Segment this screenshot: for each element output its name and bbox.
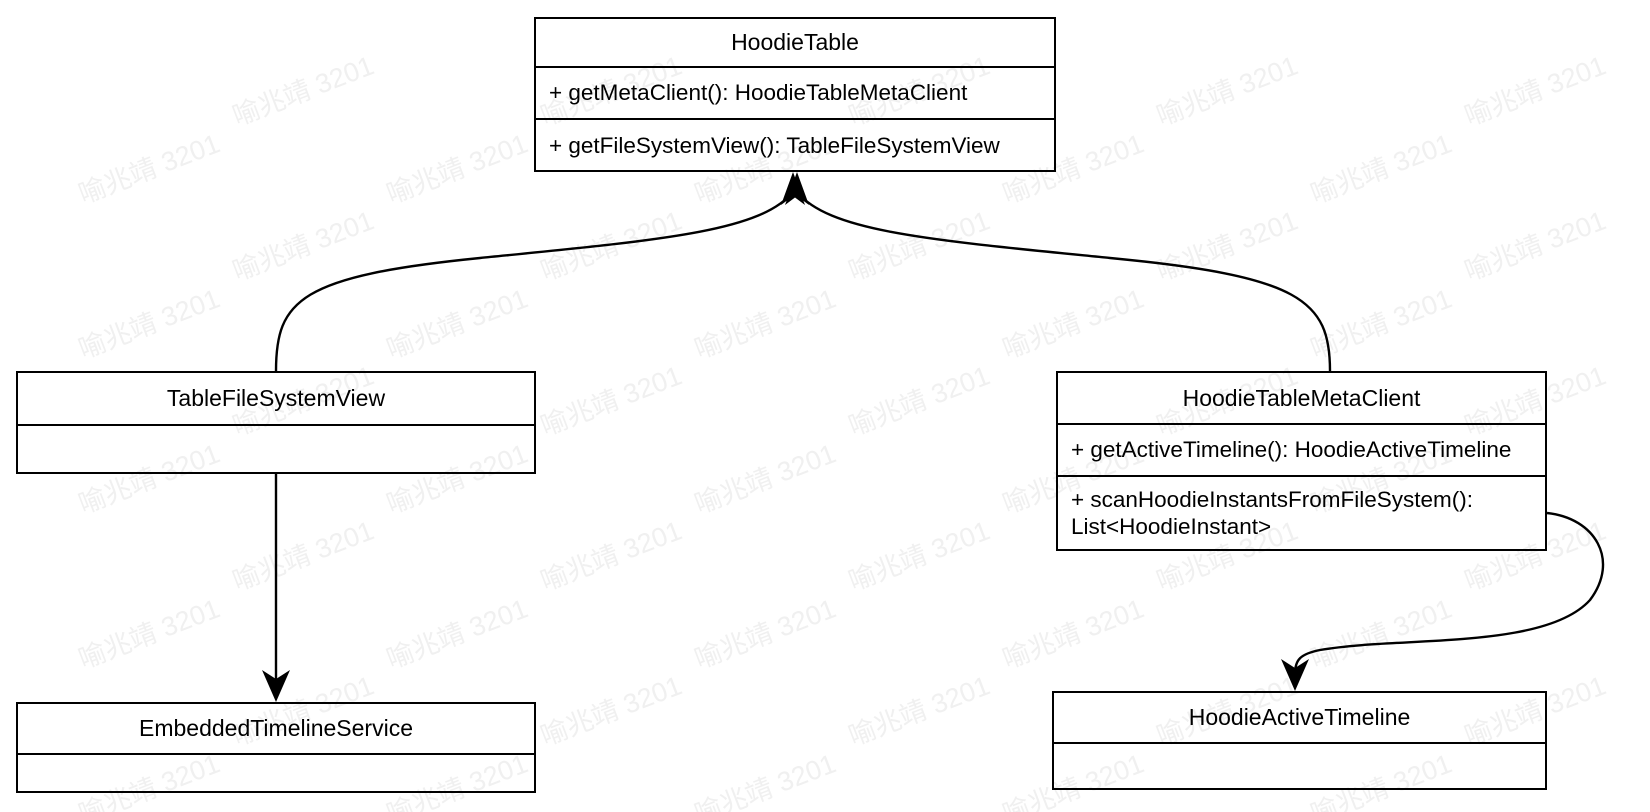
uml-class-name-embedded-timeline-service: EmbeddedTimelineService [18,704,534,755]
uml-class-hoodie-table-meta-client[interactable]: HoodieTableMetaClient + getActiveTimeline… [1056,371,1547,551]
uml-member: + getActiveTimeline(): HoodieActiveTimel… [1071,436,1512,462]
uml-member: + scanHoodieInstantsFromFileSystem(): Li… [1071,487,1474,539]
watermark-text: 喻兆靖 3201 [844,515,994,597]
watermark-text: 喻兆靖 3201 [690,748,840,812]
watermark-text: 喻兆靖 3201 [844,360,994,442]
watermark-text: 喻兆靖 3201 [228,50,378,132]
uml-class-hoodie-table[interactable]: HoodieTable + getMetaClient(): HoodieTabl… [534,17,1056,172]
watermark-text: 喻兆靖 3201 [536,515,686,597]
uml-class-table-file-system-view[interactable]: TableFileSystemView [16,371,536,474]
watermark-text: 喻兆靖 3201 [1152,50,1302,132]
watermark-text: 喻兆靖 3201 [536,205,686,287]
watermark-text: 喻兆靖 3201 [1460,205,1610,287]
uml-class-name-hoodie-table: HoodieTable [536,19,1054,68]
watermark-text: 喻兆靖 3201 [1306,593,1456,675]
uml-section-hoodie-table-0: + getMetaClient(): HoodieTableMetaClient [536,68,1054,120]
watermark-text: 喻兆靖 3201 [1460,50,1610,132]
arrowhead-tablefilesystemview-to-hoodietable [781,172,805,205]
watermark-text: 喻兆靖 3201 [382,593,532,675]
connector-tablefilesystemview-to-hoodietable [274,191,794,372]
watermark-text: 喻兆靖 3201 [382,283,532,365]
uml-class-embedded-timeline-service[interactable]: EmbeddedTimelineService [16,702,536,793]
uml-section-embedded-timeline-service-0 [18,755,534,793]
uml-section-table-file-system-view-0 [18,426,534,474]
watermark-text: 喻兆靖 3201 [228,205,378,287]
uml-member: + getFileSystemView(): TableFileSystemVi… [549,132,1000,158]
watermark-text: 喻兆靖 3201 [382,128,532,210]
watermark-text: 喻兆靖 3201 [1306,128,1456,210]
uml-section-hoodie-table-meta-client-1: + scanHoodieInstantsFromFileSystem(): Li… [1058,477,1545,551]
watermark-text: 喻兆靖 3201 [844,205,994,287]
watermark-text: 喻兆靖 3201 [998,593,1148,675]
watermark-text: 喻兆靖 3201 [690,283,840,365]
watermark-text: 喻兆靖 3201 [228,515,378,597]
watermark-text: 喻兆靖 3201 [74,128,224,210]
uml-section-hoodie-table-1: + getFileSystemView(): TableFileSystemVi… [536,120,1054,172]
watermark-text: 喻兆靖 3201 [536,670,686,752]
watermark-text: 喻兆靖 3201 [74,593,224,675]
watermark-text: 喻兆靖 3201 [1152,205,1302,287]
uml-class-name-hoodie-active-timeline: HoodieActiveTimeline [1054,693,1545,744]
connector-hoodietablemetaclient-to-hoodietable [796,191,1332,372]
uml-class-name-table-file-system-view: TableFileSystemView [18,373,534,426]
uml-section-hoodie-active-timeline-0 [1054,744,1545,790]
uml-class-name-hoodie-table-meta-client: HoodieTableMetaClient [1058,373,1545,425]
arrowhead-hoodietablemetaclient-to-hoodietable [785,172,809,205]
arrowhead-tablefilesystemview-to-embeddedtimelineservice [262,670,290,702]
watermark-text: 喻兆靖 3201 [536,360,686,442]
watermark-text: 喻兆靖 3201 [1306,283,1456,365]
arrowhead-hoodietablemetaclient-to-hoodieactivetimeline [1281,659,1309,691]
uml-class-hoodie-active-timeline[interactable]: HoodieActiveTimeline [1052,691,1547,790]
watermark-text: 喻兆靖 3201 [998,283,1148,365]
watermark-text: 喻兆靖 3201 [690,438,840,520]
watermark-text: 喻兆靖 3201 [74,283,224,365]
watermark-text: 喻兆靖 3201 [844,670,994,752]
uml-member: + getMetaClient(): HoodieTableMetaClient [549,79,968,105]
uml-section-hoodie-table-meta-client-0: + getActiveTimeline(): HoodieActiveTimel… [1058,425,1545,477]
watermark-text: 喻兆靖 3201 [690,593,840,675]
